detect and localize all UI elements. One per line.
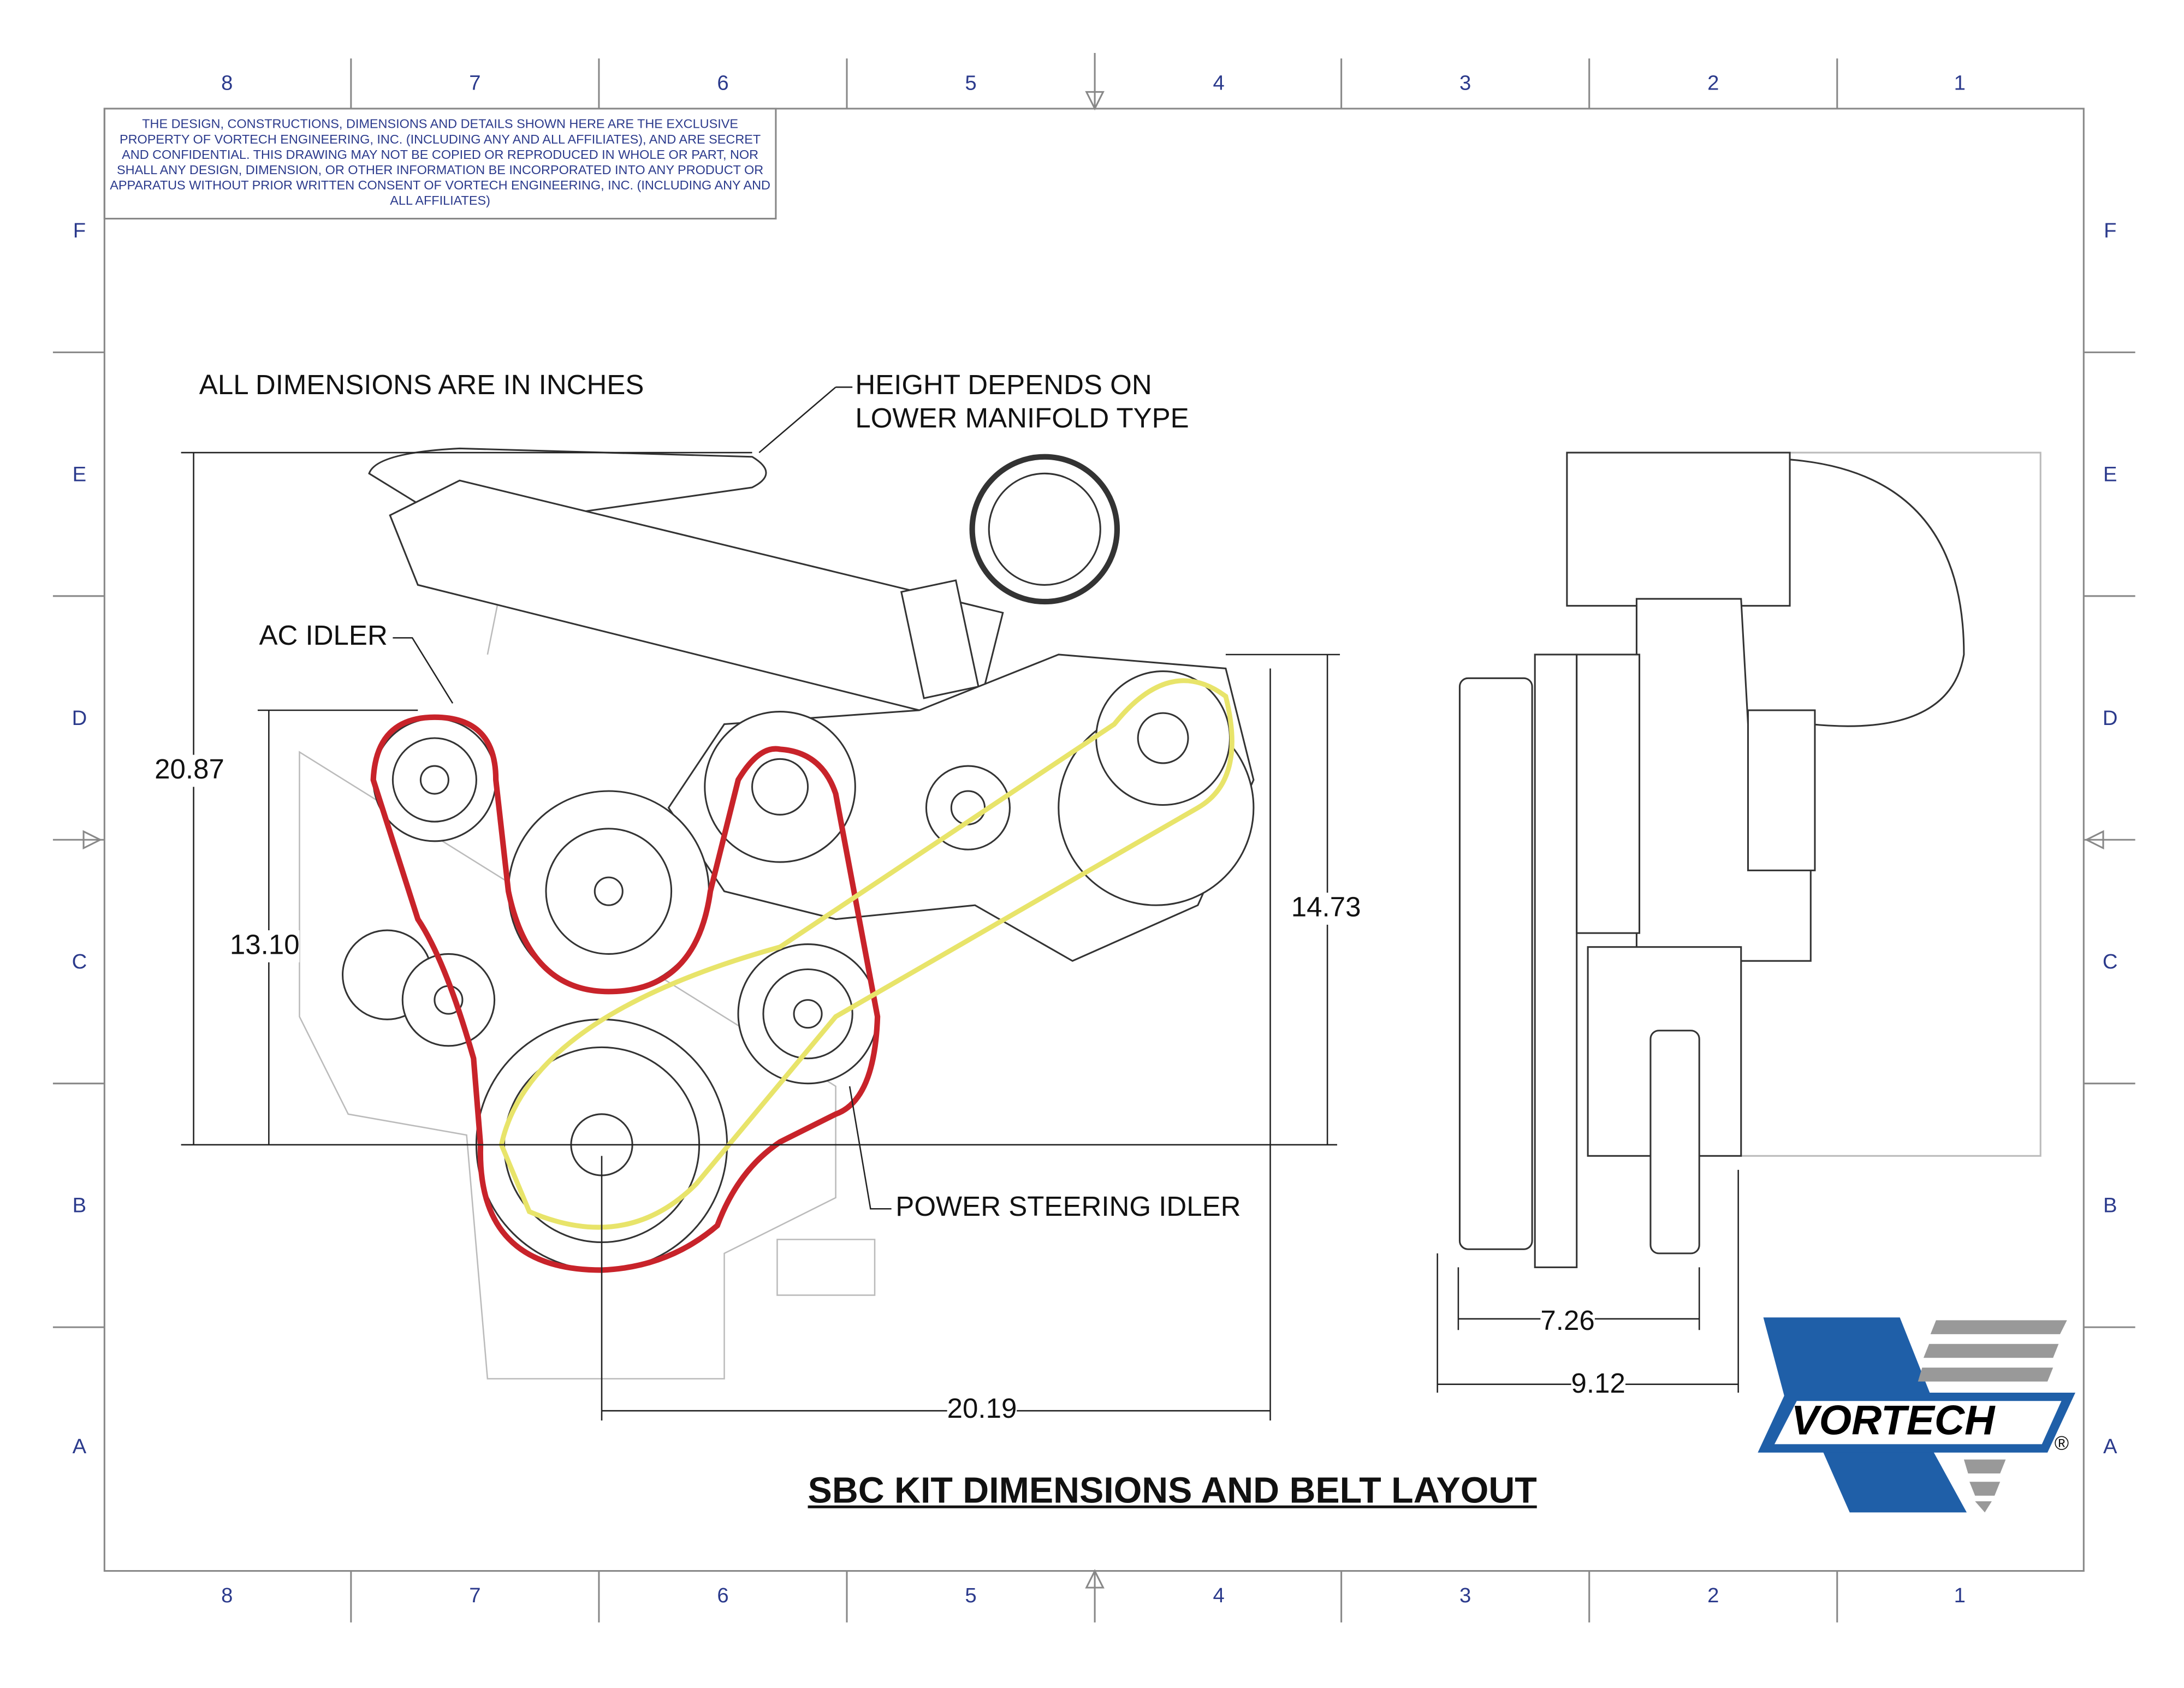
column-label: 5 (965, 1584, 977, 1608)
column-label: 6 (717, 1584, 729, 1608)
side-view (1458, 451, 2041, 1268)
row-label: F (2104, 219, 2117, 243)
row-label: D (72, 706, 87, 730)
column-label: 2 (1707, 72, 1719, 96)
disclaimer-text: THE DESIGN, CONSTRUCTIONS, DIMENSIONS AN… (110, 117, 770, 208)
side-air-filter (1566, 451, 1791, 607)
column-label: 1 (1954, 72, 1966, 96)
row-label: A (72, 1435, 87, 1459)
ac-idler-leader (393, 637, 454, 704)
belt-yellow-path (498, 678, 1235, 1230)
logo-wordmark: VORTECH (1791, 1398, 1995, 1445)
disclaimer-box (103, 108, 777, 220)
vortech-logo (1758, 1317, 2075, 1513)
side-hose-clamp (1747, 709, 1816, 871)
column-label: 8 (221, 72, 233, 96)
column-label: 7 (469, 1584, 481, 1608)
height-leader (758, 386, 853, 454)
ps-idler-leader (848, 1086, 892, 1210)
front-components (342, 447, 1255, 1271)
center-arrow-icons (82, 91, 2104, 1589)
dim-side-depth-2: 9.12 (1571, 1369, 1625, 1401)
units-note: ALL DIMENSIONS ARE IN INCHES (199, 370, 644, 401)
height-note-line1: HEIGHT DEPENDS ON (855, 370, 1152, 401)
hose-clamp (900, 579, 980, 699)
column-label: 3 (1459, 72, 1471, 96)
row-label: E (72, 463, 87, 487)
intake-tube (389, 479, 1004, 726)
row-label: D (2102, 706, 2118, 730)
column-label: 2 (1707, 1584, 1719, 1608)
ps-idler-label: POWER STEERING IDLER (895, 1192, 1241, 1223)
registered-mark: ® (2054, 1431, 2069, 1454)
column-label: 3 (1459, 1584, 1471, 1608)
column-label: 4 (1213, 1584, 1225, 1608)
column-label: 1 (1954, 1584, 1966, 1608)
row-label: F (73, 219, 86, 243)
row-label: A (2103, 1435, 2117, 1459)
height-note-line2: LOWER MANIFOLD TYPE (855, 403, 1189, 435)
row-label: C (2102, 950, 2118, 974)
dim-ac-idler-height: 13.10 (229, 930, 300, 962)
belt-red-path (370, 714, 881, 1273)
row-label: B (72, 1194, 87, 1218)
ac-idler-label: AC IDLER (259, 621, 388, 652)
column-label: 6 (717, 72, 729, 96)
dim-overall-height: 20.87 (155, 754, 224, 787)
side-crank-pulley (1458, 677, 1533, 1250)
row-label: B (2103, 1194, 2117, 1218)
column-label: 8 (221, 1584, 233, 1608)
column-label: 4 (1213, 72, 1225, 96)
dim-supercharger-height: 14.73 (1291, 893, 1361, 925)
dim-overall-width: 20.19 (947, 1394, 1017, 1427)
sheet-border (52, 52, 2135, 1622)
drawing-title: SBC KIT DIMENSIONS AND BELT LAYOUT (808, 1469, 1537, 1511)
column-label: 7 (469, 72, 481, 96)
row-label: E (2103, 463, 2117, 487)
column-label: 5 (965, 72, 977, 96)
row-label: C (72, 950, 87, 974)
dim-side-depth-1: 7.26 (1540, 1306, 1595, 1339)
